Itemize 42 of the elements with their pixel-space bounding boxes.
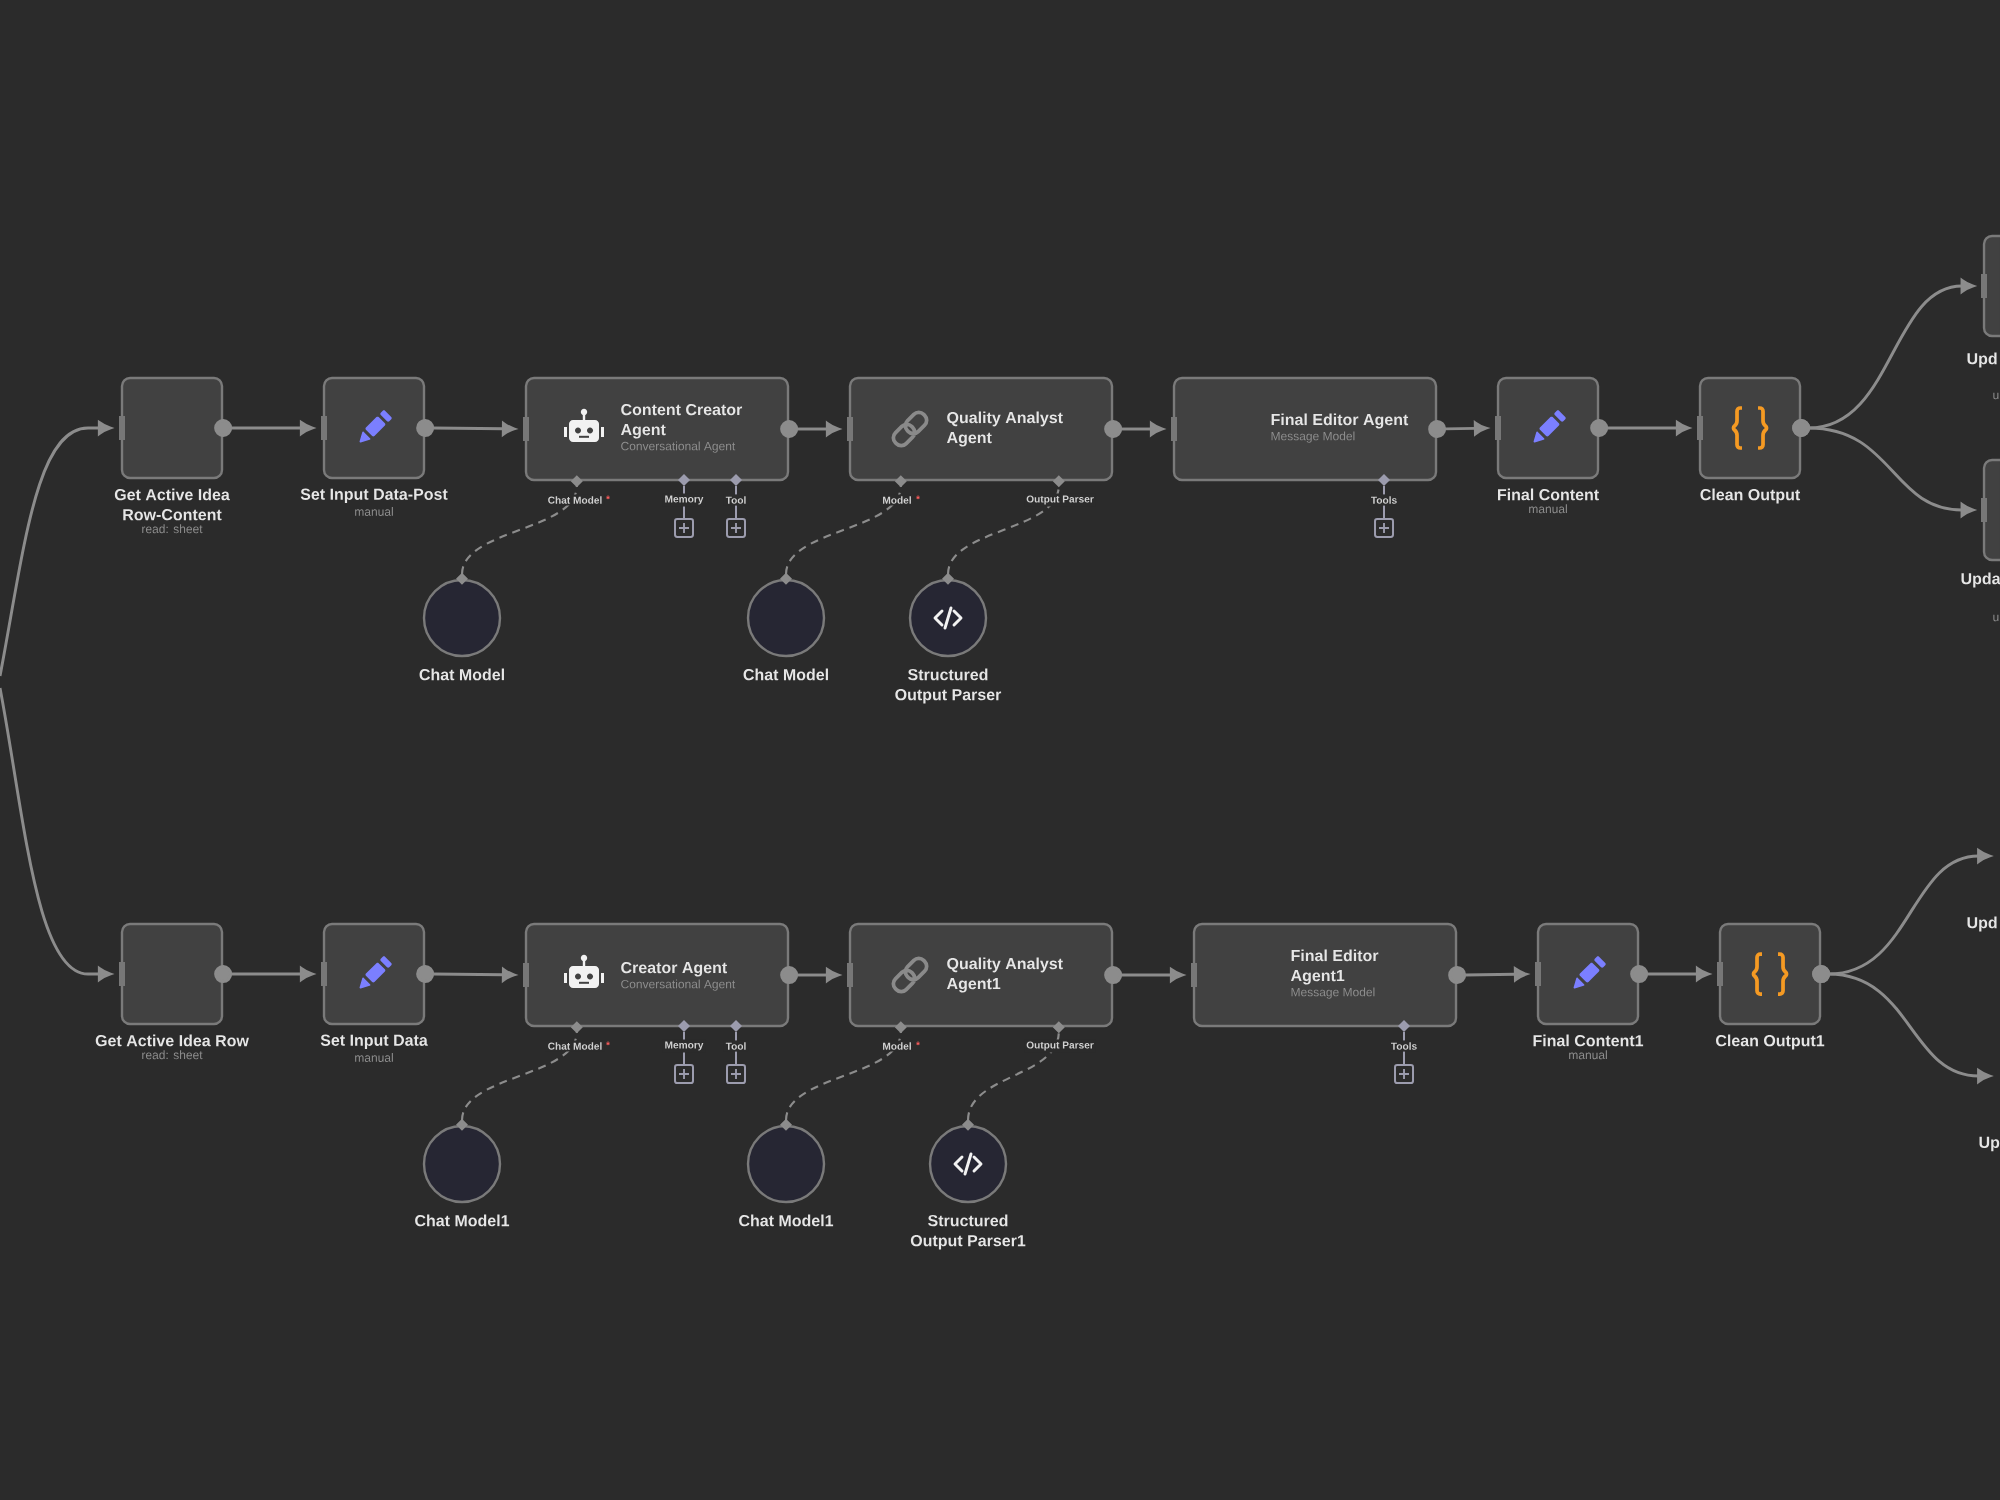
node-title: Clean Output <box>1700 488 1801 504</box>
node-title: Chat Model <box>743 668 828 681</box>
arrow <box>1792 419 1975 517</box>
node-title: Structured Output Parser <box>895 668 1002 704</box>
node-title: Upda <box>1961 572 2000 588</box>
node-title: Clean Output1 <box>1716 1034 1825 1050</box>
node-title: Set Input Data <box>320 1034 428 1049</box>
node-title: Structured Output Parser1 <box>910 1214 1026 1250</box>
arrow <box>1104 420 1164 438</box>
arrow <box>1448 966 1528 984</box>
arrow <box>780 420 840 438</box>
node-title: Final Content <box>1498 488 1599 501</box>
node-title: Upd <box>1967 352 1997 368</box>
arrow <box>1104 966 1184 984</box>
dashed-connector <box>780 1021 907 1131</box>
node-title: Chat Model1 <box>415 1214 510 1227</box>
arrow <box>416 965 516 983</box>
arrow <box>1630 965 1710 983</box>
node-title: Up <box>1979 1136 2000 1152</box>
arrow <box>0 687 112 981</box>
arrow <box>1812 965 1991 1083</box>
dashed-connector <box>456 1021 583 1131</box>
node-box: Quality Analyst Agent <box>847 376 1114 482</box>
node-title: Chat Model1 <box>739 1214 834 1227</box>
node-title: Upd <box>1967 916 1997 932</box>
dashed-connector <box>780 475 907 585</box>
node-title: Get Active Idea Row <box>95 1034 249 1047</box>
node-title: Final Content1 <box>1533 1034 1644 1047</box>
arrow <box>1590 419 1690 437</box>
arrow <box>780 966 840 984</box>
dashed-connector <box>962 1021 1065 1131</box>
node-title: Get Active Idea Row-Content <box>114 488 230 521</box>
dashed-connector <box>456 475 583 585</box>
arrow <box>416 419 516 437</box>
arrow <box>214 419 314 437</box>
node-box: Quality Analyst Agent1 <box>847 922 1114 1028</box>
arrow <box>0 421 112 677</box>
node-title: Set Input Data-Post <box>300 488 448 503</box>
node-title: Chat Model <box>419 668 504 681</box>
arrow <box>1428 420 1488 438</box>
dashed-connector <box>942 475 1065 585</box>
arrow <box>214 965 314 983</box>
